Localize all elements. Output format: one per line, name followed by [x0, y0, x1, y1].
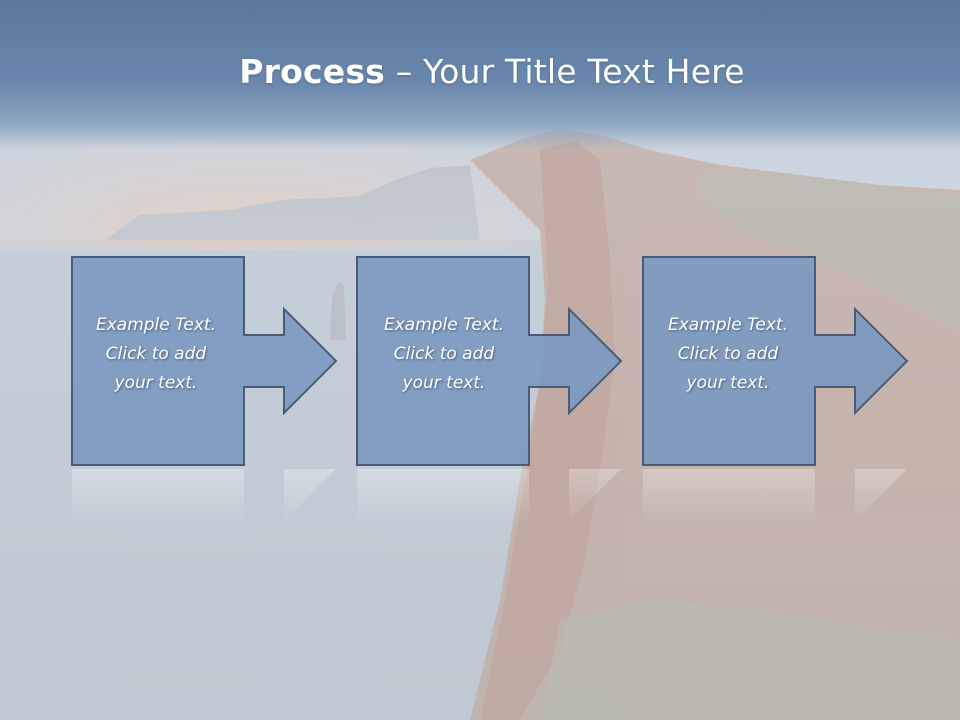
step-1-box-arrow[interactable]: [71, 256, 338, 466]
step-2-line-3: your text.: [402, 373, 486, 393]
step-1-text[interactable]: Example Text. Click to add your text.: [70, 311, 242, 398]
slide-title[interactable]: Process – Your Title Text Here: [0, 52, 960, 91]
step-2-line-2: Click to add: [393, 344, 495, 364]
title-rest-part: – Your Title Text Here: [385, 52, 745, 91]
step-3-reflection: [643, 469, 907, 525]
step-1-reflection: [72, 469, 336, 525]
title-bold-part: Process: [239, 52, 386, 91]
step-1-line-1: Example Text.: [95, 315, 217, 335]
title-band: [0, 0, 960, 150]
step-2-reflection: [357, 469, 621, 525]
step-3-text[interactable]: Example Text. Click to add your text.: [642, 311, 814, 398]
step-1-line-3: your text.: [114, 373, 198, 393]
step-3-line-3: your text.: [686, 373, 770, 393]
step-2-box-arrow[interactable]: [356, 256, 623, 466]
step-1-line-2: Click to add: [105, 344, 207, 364]
step-3-box-arrow[interactable]: [642, 256, 909, 466]
step-3-line-1: Example Text.: [667, 315, 789, 335]
step-2-line-1: Example Text.: [383, 315, 505, 335]
step-3-line-2: Click to add: [677, 344, 779, 364]
step-2-text[interactable]: Example Text. Click to add your text.: [358, 311, 530, 398]
